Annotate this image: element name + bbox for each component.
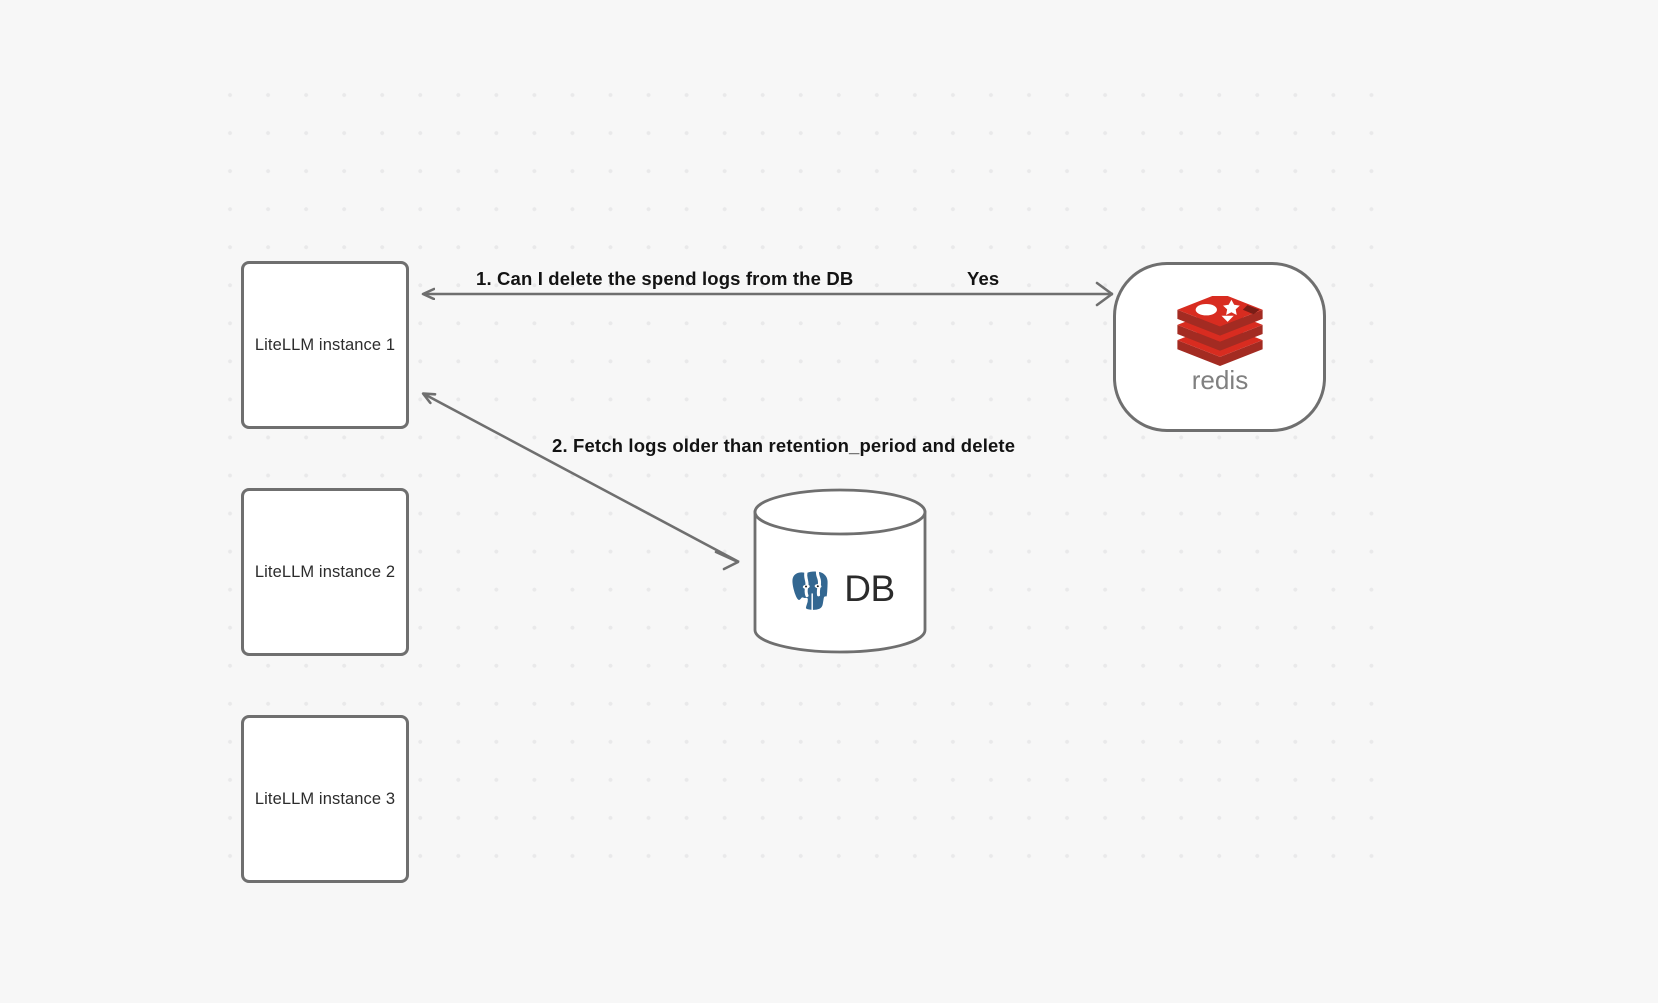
node-label: LiteLLM instance 2 (254, 562, 396, 581)
node-litellm-instance-3[interactable]: LiteLLM instance 3 (241, 715, 409, 883)
node-database[interactable]: DB (752, 488, 928, 654)
redis-logo-icon (1176, 296, 1263, 366)
database-logo-group: DB (752, 488, 928, 654)
edge-label-yes: Yes (967, 268, 1000, 289)
svg-text:redis: redis (1191, 365, 1248, 395)
edge-litellm-1-to-db (424, 394, 740, 571)
node-litellm-instance-1[interactable]: LiteLLM instance 1 (241, 261, 409, 429)
cylinder-shape (753, 488, 927, 654)
node-label: LiteLLM instance 1 (254, 335, 396, 354)
node-label: LiteLLM instance 3 (254, 789, 396, 808)
postgresql-elephant-icon (789, 568, 831, 613)
node-litellm-instance-2[interactable]: LiteLLM instance 2 (241, 488, 409, 656)
database-label: DB (844, 567, 895, 609)
edge-label-step-2: 2. Fetch logs older than retention_perio… (552, 435, 1016, 456)
redis-wordmark: redis (1191, 365, 1248, 395)
edge-label-step-1: 1. Can I delete the spend logs from the … (476, 268, 854, 289)
node-redis[interactable]: redis (1113, 262, 1326, 432)
